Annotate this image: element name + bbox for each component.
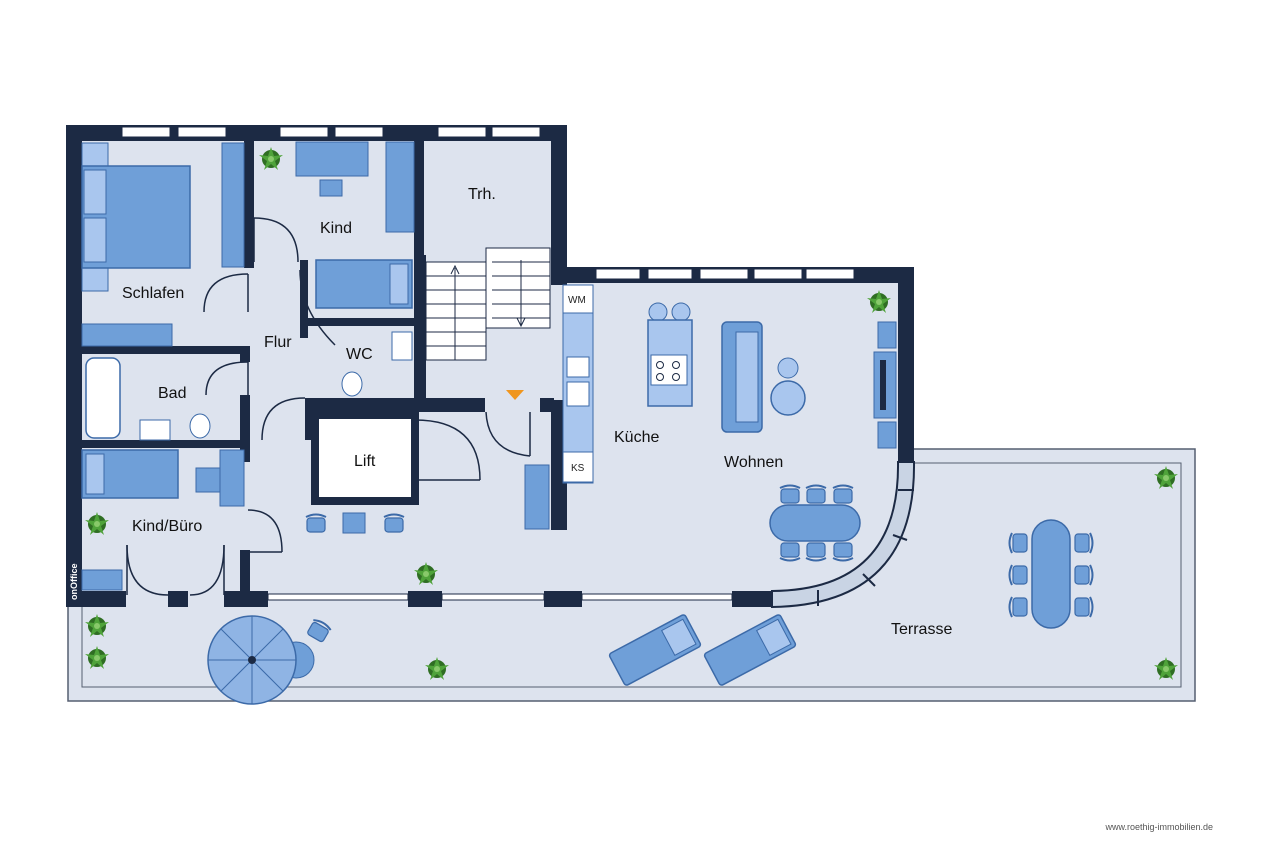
side-cabinet-icon [81,569,123,591]
windows [121,126,855,601]
dresser-icon [81,323,173,347]
sink-icon [391,331,413,361]
interior-walls [82,125,554,597]
room-label-flur: Flur [264,334,292,351]
room-label-treppenhaus: Trh. [468,186,496,203]
kitchen-counter-icon [562,284,594,484]
coffee-table-icon [770,357,806,416]
bath-sink-icon [139,419,171,441]
room-label-kind: Kind [320,220,352,237]
sun-lounger-right-icon [703,614,797,686]
room-label-kueche: Küche [614,429,659,446]
sofa-icon [721,321,763,433]
kitchen-island-icon [647,302,693,407]
desk-chair-icon [319,179,343,197]
hall-table-icon [342,512,366,534]
room-label-kind-buero: Kind/Büro [132,518,202,535]
room-label-bad: Bad [158,385,186,402]
room-label-lift: Lift [354,453,376,470]
terrace-dining-table-icon [1008,519,1094,629]
tv-cabinet-icon [873,321,897,449]
office-desk-icon [219,449,245,507]
kids-bed-icon [81,449,179,499]
wardrobe-icon [221,142,245,268]
shelf-icon [385,141,415,233]
bathtub-icon [85,357,121,439]
staircase [425,247,551,361]
office-chair-icon [195,467,221,493]
bath-toilet-icon [189,413,211,439]
dining-table-icon [769,484,861,562]
interior-floor [66,125,914,597]
desk-icon [295,141,369,177]
bed-single-icon [315,259,413,309]
stair-arrow-icon [506,390,524,400]
washing-machine-label: WM [568,295,586,306]
room-label-wc: WC [346,346,373,363]
brand-logo: onOffice [69,563,79,600]
fridge-label: KS [571,463,585,474]
parasol-icon [207,615,333,705]
lift-shaft [311,411,419,505]
toilet-icon [341,371,363,397]
room-label-schlafen: Schlafen [122,285,184,302]
hallway-bench-icon [524,464,550,530]
room-label-wohnen: Wohnen [724,454,783,471]
sun-lounger-left-icon [608,614,702,686]
room-label-terrasse: Terrasse [891,621,952,638]
footer-url: www.roethig-immobilien.de [1105,822,1213,832]
bed-double-icon [81,142,191,292]
curved-window-wall [771,461,916,609]
doors [126,217,531,596]
